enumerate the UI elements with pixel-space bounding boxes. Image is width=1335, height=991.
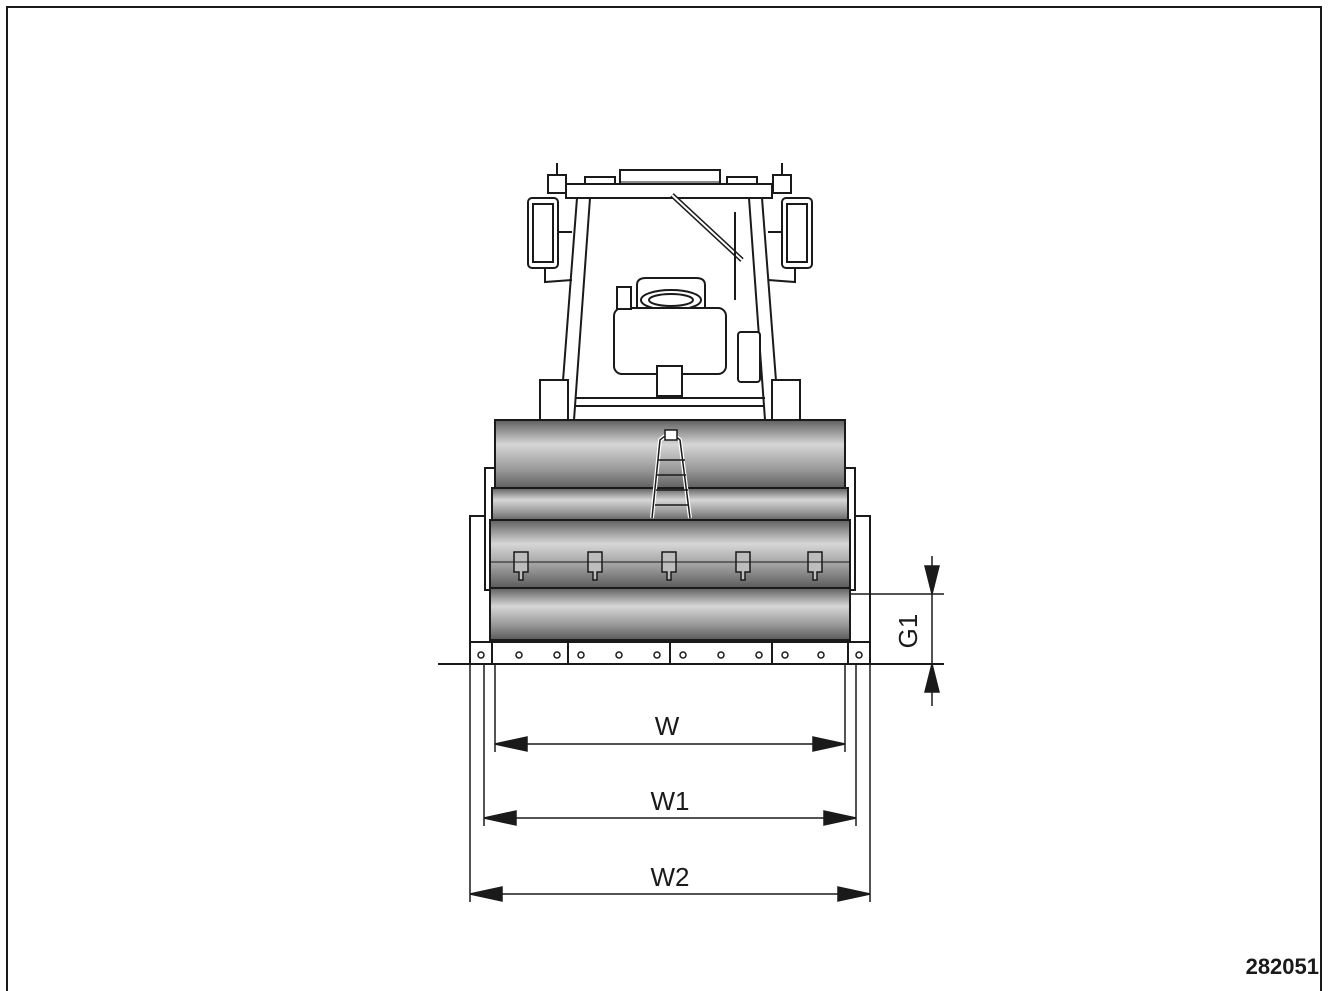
figure-id: 282051 [1245, 954, 1319, 979]
dimension-label-w: W [655, 711, 680, 741]
dimension-label-w1: W1 [651, 786, 690, 816]
dimension-lines [469, 556, 944, 902]
loader-machine [527, 163, 813, 421]
bucket [469, 419, 871, 665]
dimension-label-w2: W2 [651, 862, 690, 892]
dimension-label-g1: G1 [893, 614, 923, 649]
drawing-frame [6, 6, 1322, 991]
bucket-teeth [513, 551, 823, 581]
